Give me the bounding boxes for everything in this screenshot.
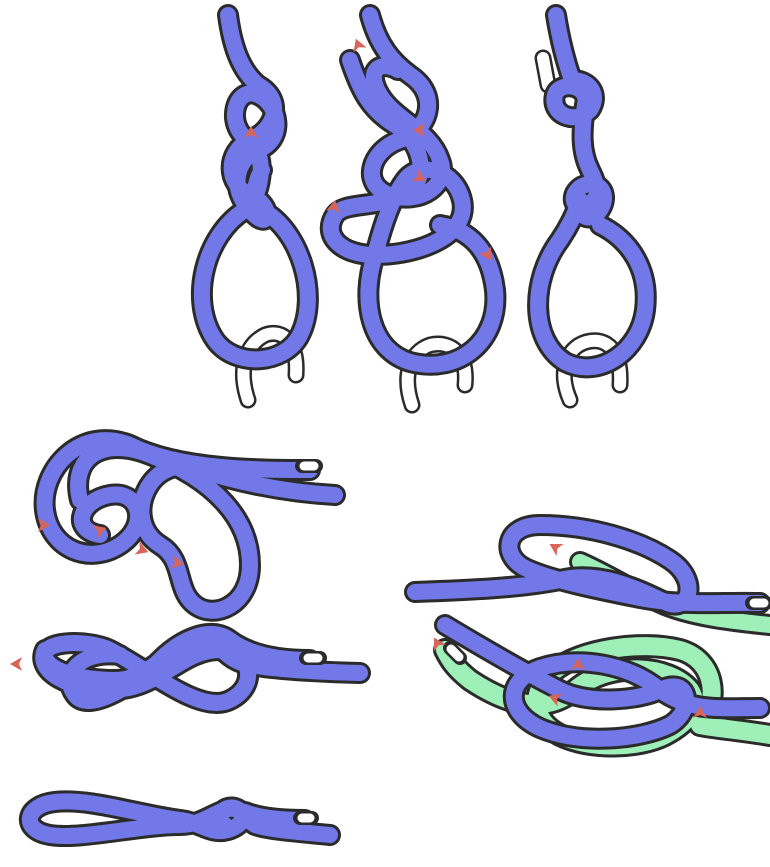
figure-eight-bight-threading-icon [38,440,335,611]
figure-eight-bight-dressed-icon [10,634,360,703]
figure-eight-bend-finished-icon [428,625,770,746]
figure-eight-loop-finished-icon [538,15,646,400]
direction-arrow-icon [546,538,563,556]
direction-arrow-icon [10,657,22,671]
figure-eight-bend-start-icon [415,525,770,625]
figure-eight-loop-start-icon [202,15,308,400]
figure-eight-loop-threading-icon [326,15,497,405]
figure-eight-bight-finished-icon [30,801,330,836]
